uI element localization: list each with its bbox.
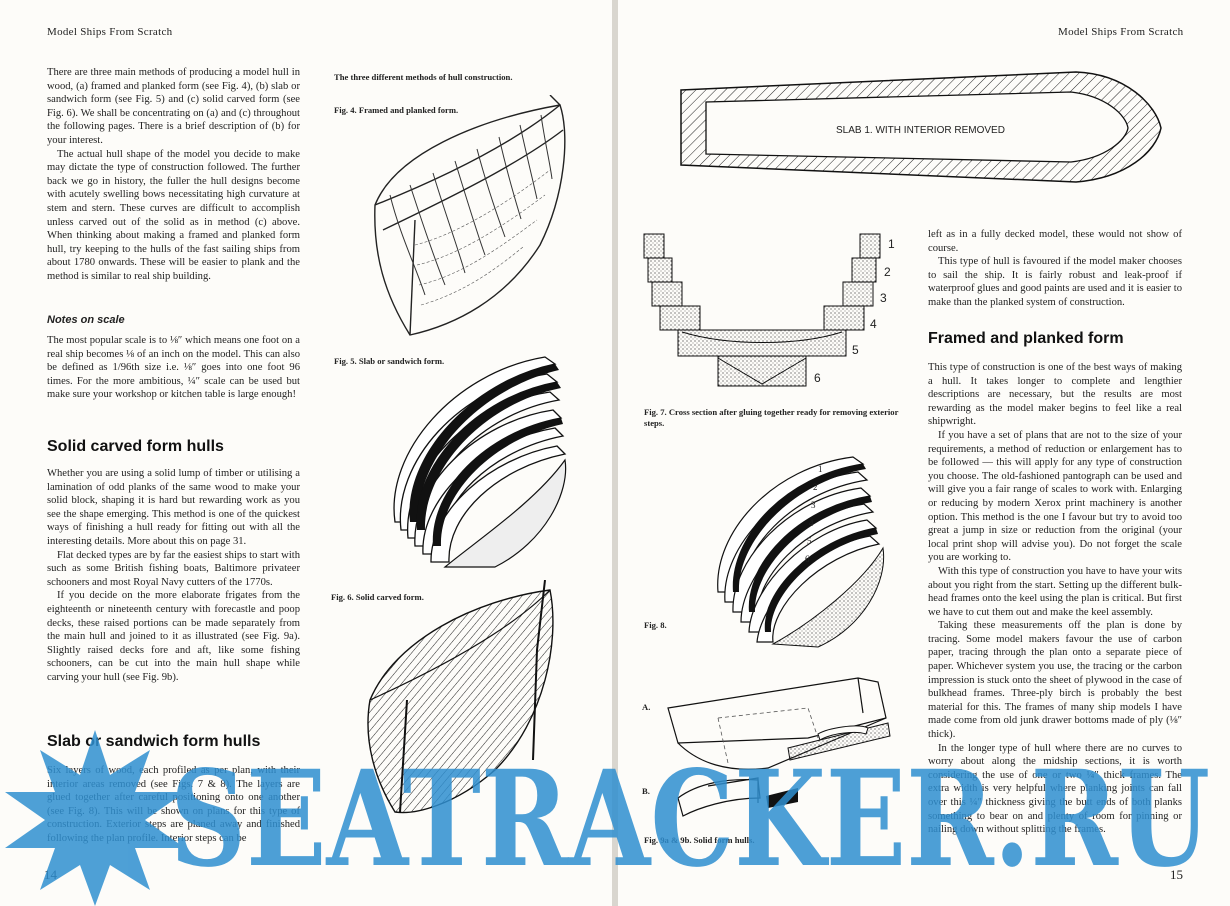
right-page: Model Ships From Scratch SLAB 1. WITH IN… xyxy=(618,0,1230,906)
fig6-solid-hull-drawing xyxy=(367,580,554,814)
notes-paragraph: The most popular scale is to ⅛″ which me… xyxy=(47,335,300,401)
framed-heading: Framed and planked form xyxy=(928,330,1124,347)
solid-paragraph: Flat decked types are by far the easiest… xyxy=(47,549,300,588)
left-page-number: 14 xyxy=(44,867,57,882)
fig7-cross-section-drawing: 1 2 3 4 5 6 xyxy=(643,233,895,387)
solid-paragraph: If you decide on the more elaborate frig… xyxy=(47,590,300,683)
slab-text: Six layers of wood, each profiled as per… xyxy=(47,764,300,846)
framed-text: This type of construction is one of the … xyxy=(928,361,1182,837)
fig7-layer-label: 5 xyxy=(852,343,859,357)
svg-text:3: 3 xyxy=(811,500,816,510)
book-gutter xyxy=(612,0,618,906)
slab-paragraph: Six layers of wood, each profiled as per… xyxy=(47,765,300,844)
fig9-solid-form-drawing xyxy=(667,677,891,817)
fig8-stacked-slabs-drawing: 12 3 4 5 6 xyxy=(717,456,885,648)
svg-text:2: 2 xyxy=(813,482,818,492)
left-running-title: Model Ships From Scratch xyxy=(47,26,173,38)
svg-text:6: 6 xyxy=(805,554,810,564)
notes-text: The most popular scale is to ⅛″ which me… xyxy=(47,334,300,402)
fig7-layer-label: 6 xyxy=(814,371,821,385)
framed-paragraph: This type of construction is one of the … xyxy=(928,362,1182,428)
intro-text: There are three main methods of producin… xyxy=(47,66,300,284)
svg-text:4: 4 xyxy=(809,518,814,528)
intro-paragraph: There are three main methods of producin… xyxy=(47,67,300,146)
fig7-layer-label: 4 xyxy=(870,317,877,331)
fig7-layer-label: 1 xyxy=(888,237,895,251)
fig4-framed-hull-drawing xyxy=(374,95,566,336)
fig6-caption: Fig. 6. Solid carved form. xyxy=(331,592,424,602)
slab1-label: SLAB 1. WITH INTERIOR REMOVED xyxy=(836,125,1005,136)
fig5-caption: Fig. 5. Slab or sandwich form. xyxy=(334,356,445,366)
slab1-drawing: SLAB 1. WITH INTERIOR REMOVED xyxy=(680,71,1162,183)
slab-heading: Slab or sandwich form hulls xyxy=(47,733,261,750)
framed-paragraph: Taking these measurements off the plan i… xyxy=(928,620,1182,741)
framed-paragraph: In the longer type of hull where there a… xyxy=(928,742,1182,836)
fig9-caption: Fig. 9a & 9b. Solid form hulls. xyxy=(644,835,755,845)
right-column-top-text: left as in a fully decked model, these w… xyxy=(928,228,1182,310)
fig9b-label: B. xyxy=(642,786,650,796)
fig7-layer-label: 2 xyxy=(884,265,891,279)
fig8-caption: Fig. 8. xyxy=(644,620,667,630)
framed-paragraph: If you have a set of plans that are not … xyxy=(928,429,1182,564)
notes-heading: Notes on scale xyxy=(47,314,125,326)
solid-text: Whether you are using a solid lump of ti… xyxy=(47,467,300,685)
figures-title: The three different methods of hull cons… xyxy=(334,72,513,82)
right-page-number: 15 xyxy=(1170,867,1183,882)
solid-heading: Solid carved form hulls xyxy=(47,438,224,455)
svg-text:1: 1 xyxy=(818,464,823,474)
fig9a-label: A. xyxy=(642,702,651,712)
fig4-caption: Fig. 4. Framed and planked form. xyxy=(334,105,459,115)
left-page: Model Ships From Scratch There are three… xyxy=(0,0,612,906)
fig7-layer-label: 3 xyxy=(880,291,887,305)
svg-text:5: 5 xyxy=(807,536,812,546)
right-paragraph: This type of hull is favoured if the mod… xyxy=(928,256,1182,308)
right-paragraph: left as in a fully decked model, these w… xyxy=(928,229,1182,254)
fig5-slab-drawing xyxy=(393,356,567,568)
solid-paragraph: Whether you are using a solid lump of ti… xyxy=(47,468,300,547)
intro-paragraph: The actual hull shape of the model you d… xyxy=(47,148,300,282)
right-running-title: Model Ships From Scratch xyxy=(1058,26,1184,38)
framed-paragraph: With this type of construction you have … xyxy=(928,565,1182,618)
fig7-caption: Fig. 7. Cross section after gluing toget… xyxy=(644,407,899,428)
